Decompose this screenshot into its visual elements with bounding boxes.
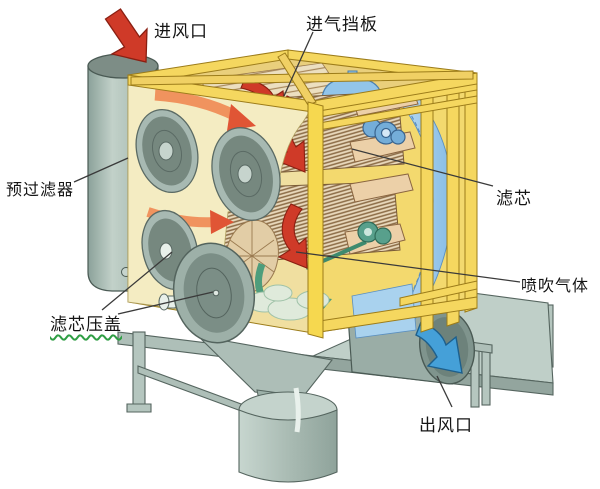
leader-pre-filter [73, 157, 129, 183]
stand-right-leg-b [481, 347, 491, 406]
leader-filter-cartridge [351, 148, 494, 187]
cartridge-mount-lower-a [349, 173, 414, 203]
housing-front-face [127, 78, 314, 313]
label-pulse-gas: 喷吹气体 [521, 276, 590, 295]
leader-cover-a [101, 251, 173, 311]
right-frame-post-edge [464, 77, 478, 313]
cover-bolt [237, 164, 253, 184]
orange-arrow-upper [154, 89, 239, 121]
label-inlet: 进风口 [154, 22, 208, 42]
leader-outlet [436, 375, 453, 408]
housing-top-frame [127, 49, 478, 339]
leader-cover-b [117, 291, 214, 315]
leader-lines [73, 31, 521, 408]
inlet-flow-arrow-icon [104, 8, 148, 63]
label-pre-filter: 预过滤器 [6, 180, 75, 199]
dust-bin-assembly [196, 335, 338, 483]
bin-body [238, 409, 338, 483]
outlet-flow-arrow-icon [415, 321, 463, 374]
label-intake-baffle: 进气挡板 [306, 15, 378, 35]
pulse-valve-upper [362, 118, 406, 145]
top-frame-diagonal-a [130, 70, 474, 86]
label-filter-cartridge: 滤芯 [496, 189, 532, 209]
stand-left-foot [126, 403, 152, 413]
orange-arrow-upper-head [227, 104, 256, 131]
front-cover-bottom-left [141, 209, 199, 291]
label-outlet: 出风口 [419, 416, 473, 436]
stand-rail-left [137, 365, 253, 416]
orange-arrow-lower-head [210, 210, 234, 234]
front-cover-top-right [211, 127, 281, 221]
label-cartridge-cover: 滤芯压盖 [50, 315, 122, 335]
right-frame-rail-mid [399, 280, 478, 307]
bin-highlight [293, 387, 301, 433]
leader-intake-baffle [283, 31, 314, 97]
front-cover-detached [172, 242, 256, 344]
cover-bolt [212, 289, 220, 297]
hopper-funnel [196, 335, 334, 399]
leader-pulse-gas [295, 251, 521, 283]
front-cover-top-left [135, 108, 199, 194]
near-corner-post [307, 101, 324, 339]
cover-bolt [158, 141, 174, 161]
